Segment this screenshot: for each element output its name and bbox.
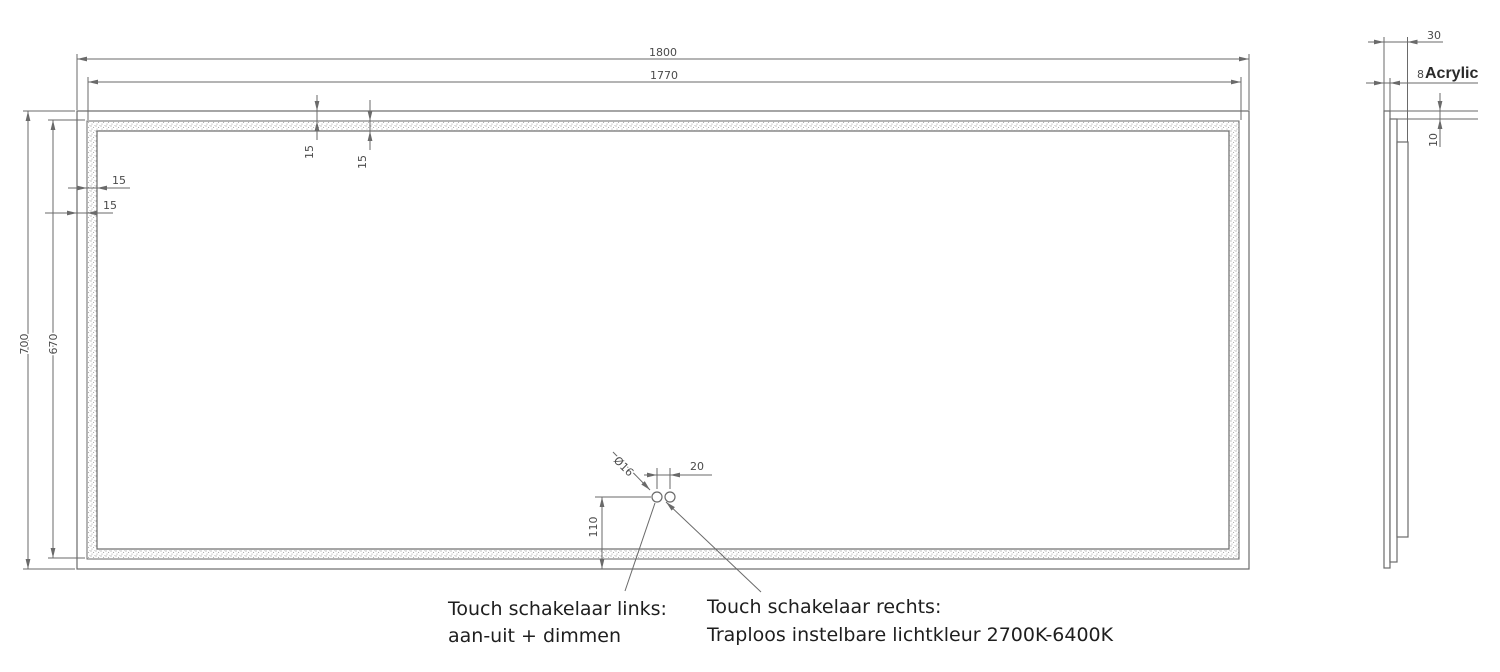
side-front-panel — [1383, 110, 1391, 569]
dim-depth-value: 30 — [1427, 29, 1441, 42]
leader-right-switch — [665, 501, 762, 593]
annotation-left-line1: Touch schakelaar links: — [447, 598, 667, 620]
dim-width-inner-value: 1770 — [650, 69, 678, 82]
dim-height-outer: 700 — [17, 110, 75, 570]
dim-switch-spacing-value: 20 — [690, 460, 704, 473]
annotation-right-switch: Touch schakelaar rechts: Traploos instel… — [706, 596, 1114, 646]
dim-top-inset-value: 10 — [1427, 133, 1440, 147]
dim-switch-height: 110 — [586, 497, 605, 569]
dim-width-outer: 1800 — [76, 45, 1250, 110]
dim-depth: 30 — [1368, 28, 1443, 142]
side-view: 30 8 Acrylic 10 — [1366, 28, 1478, 569]
dim-width-inner: 1770 — [87, 68, 1242, 120]
dim-height-outer-value: 700 — [18, 334, 31, 355]
dim-top-inset: 10 — [1390, 93, 1478, 149]
annotation-right-line1: Touch schakelaar rechts: — [706, 596, 941, 618]
annotation-left-switch: Touch schakelaar links: aan-uit + dimmen — [447, 598, 667, 647]
side-middle-panel — [1389, 118, 1398, 563]
dim-switch-height-value: 110 — [587, 517, 600, 538]
touch-switch-right-circle — [664, 491, 676, 503]
dim-switch-spacing: 20 — [644, 459, 712, 489]
dim-acrylic-thickness-value: 8 — [1417, 68, 1424, 81]
dim-width-outer-value: 1800 — [649, 46, 677, 59]
dim-height-inner-value: 670 — [47, 334, 60, 355]
dim-height-inner: 670 — [46, 119, 85, 559]
dim-acrylic: 8 Acrylic — [1366, 65, 1478, 111]
dim-top-gap: 15 — [302, 95, 320, 161]
front-view — [76, 110, 1250, 570]
dim-left-gap-value: 15 — [103, 199, 117, 212]
dim-left-gap: 15 — [45, 198, 119, 216]
acrylic-label: Acrylic — [1425, 65, 1478, 82]
leader-left-switch — [624, 502, 656, 592]
touch-switch-left-circle — [651, 491, 663, 503]
dim-left-band: 15 — [68, 173, 130, 191]
side-back-panel — [1396, 141, 1409, 538]
annotation-right-line2: Traploos instelbare lichtkleur 2700K-640… — [706, 624, 1114, 646]
mirror-inner-area — [96, 130, 1230, 550]
dim-left-band-value: 15 — [112, 174, 126, 187]
dim-top-band-value: 15 — [356, 155, 369, 169]
annotation-left-line2: aan-uit + dimmen — [448, 625, 621, 647]
dim-top-gap-value: 15 — [303, 145, 316, 159]
dim-top-band: 15 — [355, 100, 373, 171]
